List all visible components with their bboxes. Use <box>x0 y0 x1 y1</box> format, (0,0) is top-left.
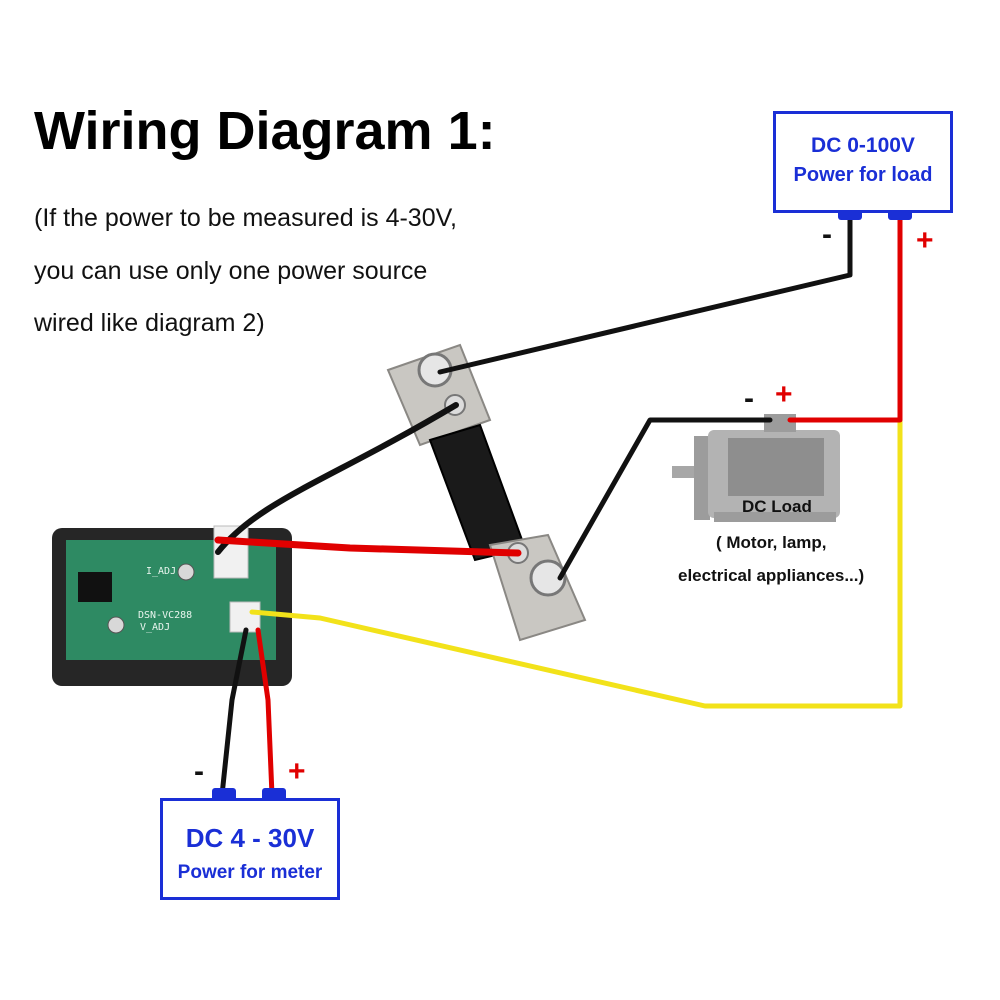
note-line-2: you can use only one power source <box>34 257 428 285</box>
note-line-3: wired like diagram 2) <box>34 309 265 337</box>
load-power-voltage: DC 0-100V <box>811 134 915 157</box>
wire-black-motor-neg <box>557 417 773 581</box>
wire-black-meter-neg <box>219 627 249 798</box>
meter-power-label: Power for meter <box>177 862 323 883</box>
motor-shaft <box>672 466 694 478</box>
load-pos-sign: + <box>775 378 793 411</box>
shunt-bolt-bottom <box>529 559 567 597</box>
wire-red-meter-shunt <box>214 536 522 557</box>
meter-power-neg-sign: - <box>194 755 204 788</box>
silk-v-adj: V_ADJ <box>140 622 170 633</box>
dc-load-title: DC Load <box>742 497 812 516</box>
voltmeter-module <box>52 525 292 686</box>
meter-chip <box>78 572 112 602</box>
meter-connector-bottom <box>229 601 261 633</box>
page-title: Wiring Diagram 1: <box>34 101 496 161</box>
shunt-resistor <box>386 343 587 642</box>
motor-fins <box>728 438 824 496</box>
meter-power-voltage: DC 4 - 30V <box>185 823 315 853</box>
wire-yellow-sense <box>249 417 903 709</box>
load-neg-sign: - <box>744 382 754 415</box>
dc-load-desc-2: electrical appliances...) <box>678 566 865 585</box>
wire-red-meter-pos <box>255 627 275 798</box>
motor-base <box>714 512 836 522</box>
wire-red-load-pos <box>787 211 903 423</box>
load-power-box: DC 0-100V Power for load <box>773 111 953 213</box>
load-power-neg-sign: - <box>822 218 832 251</box>
meter-pot-i <box>177 563 195 581</box>
meter-pot-v <box>107 616 125 634</box>
motor-flange <box>694 436 710 520</box>
wires <box>214 211 903 798</box>
motor-terminal-box <box>764 414 796 432</box>
silk-model: DSN-VC288 <box>138 610 192 621</box>
shunt-strip <box>428 423 527 562</box>
load-power-pos-sign: + <box>916 224 934 257</box>
wire-black-meter-shunt <box>215 402 459 555</box>
dc-load-desc-1: ( Motor, lamp, <box>716 533 827 552</box>
silk-i-adj: I_ADJ <box>146 566 176 577</box>
meter-power-pos-sign: + <box>288 755 306 788</box>
meter-power-box: DC 4 - 30V Power for meter <box>160 798 340 900</box>
wire-black-load-neg <box>437 211 853 375</box>
load-power-label: Power for load <box>793 164 933 186</box>
note-line-1: (If the power to be measured is 4-30V, <box>34 204 457 232</box>
meter-silkscreen: I_ADJ DSN-VC288 V_ADJ <box>138 566 192 633</box>
